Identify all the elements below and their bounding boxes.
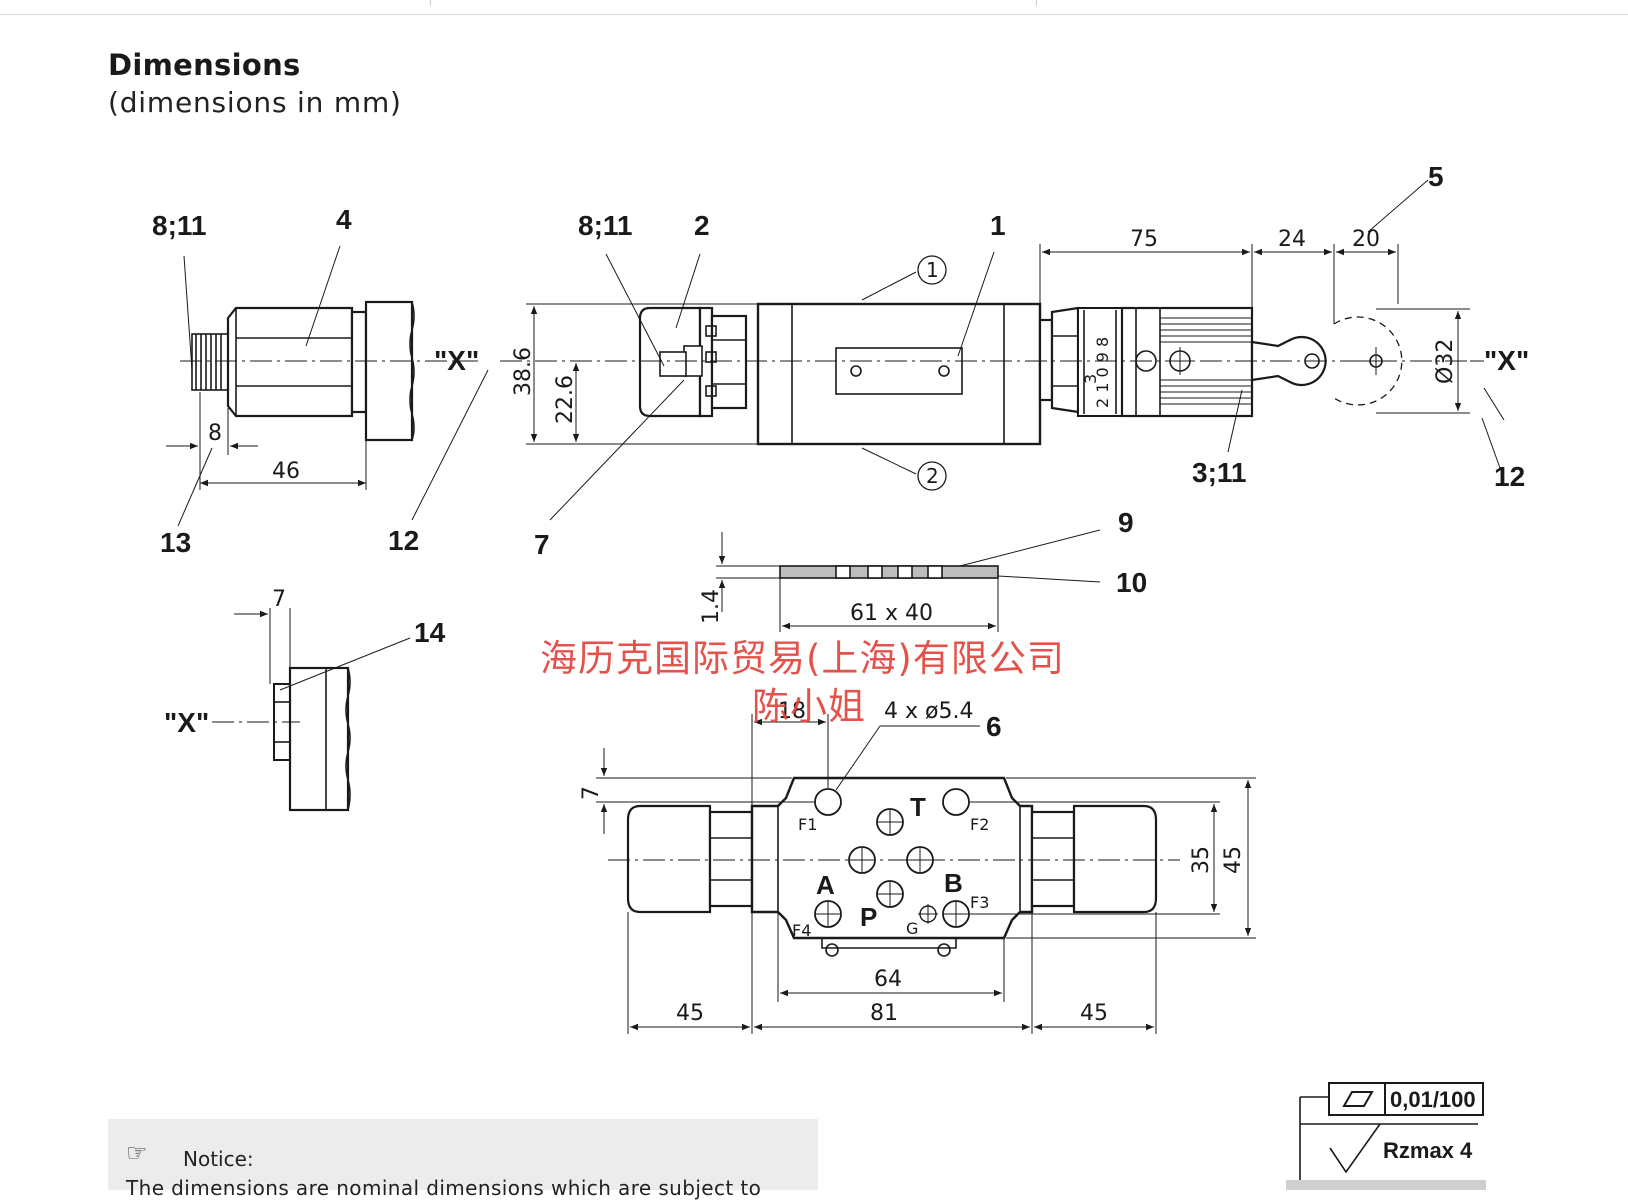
- header-divider: [1036, 0, 1037, 6]
- callout-8-11-mid: 8;11: [578, 210, 633, 241]
- tolerance-symbol: [1286, 1096, 1486, 1190]
- small-side-view: [212, 608, 411, 812]
- callout-x-left: "X": [434, 345, 479, 376]
- watermark-contact: 陈小姐: [752, 685, 866, 728]
- callout-12-right: 12: [1494, 461, 1525, 492]
- header-divider: [430, 0, 431, 6]
- port-t: T: [910, 792, 926, 822]
- pointing-hand-icon: ☞: [126, 1140, 148, 1167]
- dim-38-6: 38.6: [511, 347, 536, 396]
- port-f4: F4: [792, 921, 811, 940]
- top-header-bar: [0, 0, 1628, 15]
- callout-5: 5: [1428, 161, 1444, 192]
- callout-14: 14: [414, 617, 446, 648]
- callout-12-left: 12: [388, 525, 419, 556]
- callout-6: 6: [986, 711, 1002, 742]
- dim-81: 81: [870, 1001, 898, 1026]
- callout-1: 1: [990, 210, 1006, 241]
- dim-45-far-right: 45: [1080, 1001, 1108, 1026]
- knob-scale: 2 1 0 9 8: [1093, 337, 1112, 408]
- dim-8: 8: [208, 421, 222, 446]
- dim-22-6: 22.6: [553, 375, 578, 424]
- dim-7-small: 7: [272, 587, 286, 612]
- roughness-value: Rzmax 4: [1383, 1138, 1473, 1163]
- callout-13: 13: [160, 527, 191, 558]
- port-g: G: [906, 919, 918, 938]
- circled-callout-2: 2: [926, 464, 939, 488]
- dim-46: 46: [272, 459, 300, 484]
- dim-18: 18: [778, 699, 806, 724]
- port-labels: T A B P F1 F2 F3 F4 G 2 1 0 9 8 3: [792, 337, 1112, 940]
- port-f3: F3: [970, 893, 989, 912]
- port-a: A: [816, 870, 835, 900]
- flatness-tolerance-frame: 0,01/100: [1328, 1082, 1484, 1116]
- dim-45-right: 45: [1221, 846, 1246, 874]
- seal-plate-view: [716, 529, 1101, 632]
- dim-45-left: 45: [676, 1001, 704, 1026]
- dim-24: 24: [1278, 227, 1306, 252]
- dim-4x-hole: 4 x ø5.4: [884, 699, 973, 724]
- port-b: B: [944, 868, 963, 898]
- dim-75: 75: [1130, 227, 1158, 252]
- port-p: P: [860, 902, 877, 932]
- callout-4: 4: [336, 204, 352, 235]
- dim-35: 35: [1189, 846, 1214, 874]
- dim-diameter-32: Ø32: [1433, 339, 1458, 384]
- callout-x-small: "X": [164, 707, 209, 738]
- callout-7: 7: [534, 529, 550, 560]
- callout-3-11: 3;11: [1192, 457, 1247, 488]
- knob-scale-b: 3: [1081, 374, 1100, 384]
- callout-x-right: "X": [1484, 345, 1529, 376]
- page-title: Dimensions: [108, 48, 301, 82]
- notice-text: The dimensions are nominal dimensions wh…: [126, 1176, 762, 1200]
- front-view: [500, 179, 1505, 521]
- flatness-value: 0,01/100: [1390, 1087, 1476, 1112]
- notice-label: Notice:: [183, 1147, 254, 1171]
- dim-64: 64: [874, 967, 902, 992]
- callout-9: 9: [1118, 507, 1134, 538]
- notice-box: ☞ Notice: The dimensions are nominal dim…: [108, 1119, 818, 1200]
- callout-8-11-left: 8;11: [152, 210, 207, 241]
- left-side-view: [166, 245, 489, 527]
- page-subtitle: (dimensions in mm): [108, 86, 402, 119]
- port-f2: F2: [970, 815, 989, 834]
- dimension-values: 8 46 38.6 22.6 75 24 20 Ø32 1.4 61 x 40 …: [208, 227, 1458, 1026]
- plan-view: [596, 714, 1256, 1034]
- circled-callout-1: 1: [926, 258, 939, 282]
- dim-1-4: 1.4: [699, 589, 724, 624]
- callout-10: 10: [1116, 567, 1147, 598]
- dim-7-left: 7: [579, 786, 604, 800]
- dim-61x40: 61 x 40: [850, 601, 933, 626]
- port-f1: F1: [798, 815, 817, 834]
- watermark-company: 海历克国际贸易(上海)有限公司: [540, 637, 1065, 680]
- flatness-icon: [1330, 1084, 1386, 1114]
- callout-2: 2: [694, 210, 710, 241]
- callout-labels: 8;11 4 8;11 2 1 5 "X" "X" "X" 3;11 12 13…: [152, 161, 1529, 742]
- dim-20: 20: [1352, 227, 1380, 252]
